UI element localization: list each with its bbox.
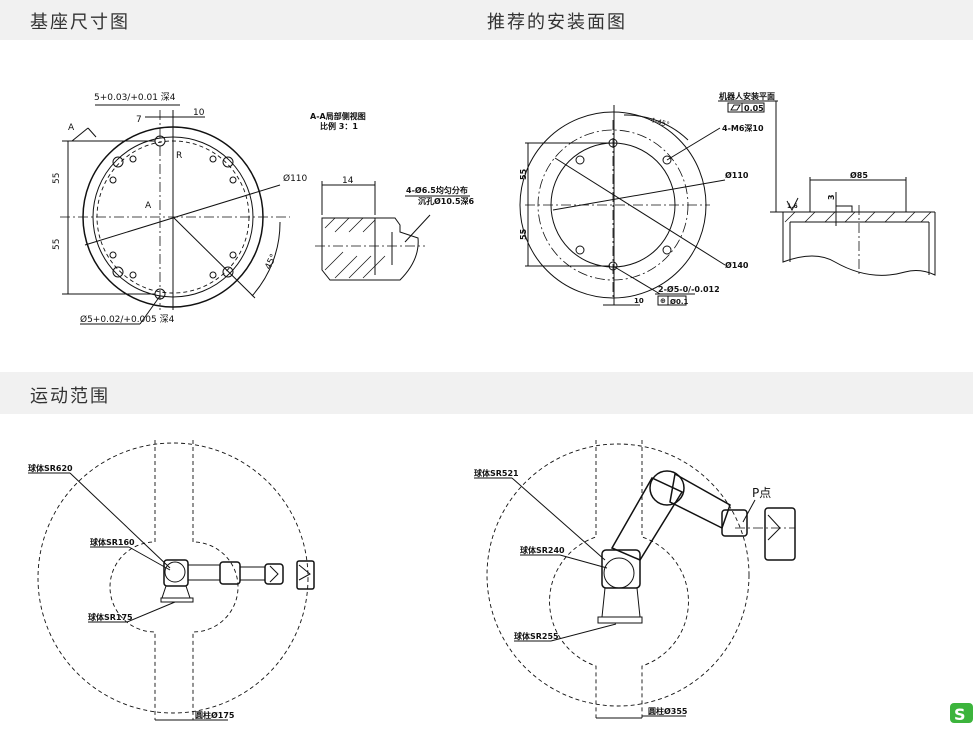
p-point-label: P点: [752, 486, 771, 500]
cylinder-175-label: 圆柱Ø175: [195, 710, 235, 720]
thread-label: 4-M6深10: [722, 123, 764, 133]
svg-text:S: S: [954, 705, 966, 724]
dim-55-bottom: 55: [519, 228, 528, 240]
dim-14-label: 14: [342, 176, 354, 186]
brand-logo-icon: S: [950, 703, 973, 724]
dia-110-label: Ø110: [725, 170, 749, 180]
radius-label: R: [176, 151, 182, 161]
mounting-surface-drawing: 4-45° 4-M6深10 Ø110 Ø140 55 55 2-Ø5-0/-0.…: [519, 91, 936, 306]
position-tolerance-value: Ø0.1: [670, 298, 688, 306]
motion-range-left-drawing: 球体SR620 球体SR160 球体SR175 圆柱Ø175: [28, 440, 315, 721]
dia-140-label: Ø140: [725, 260, 749, 270]
base-dimensions-title: 基座尺寸图: [30, 12, 130, 33]
motion-range-title: 运动范围: [30, 386, 110, 407]
roughness-label: 1.6: [787, 203, 798, 210]
section-header-bar: 基座尺寸图 推荐的安装面图: [0, 0, 973, 40]
pin-holes-label: 2-Ø5-0/-0.012: [658, 284, 720, 294]
mounting-surface-title: 推荐的安装面图: [487, 12, 627, 33]
position-tolerance-icon: ⊕: [660, 297, 666, 305]
angle-45-label: 45°: [264, 253, 280, 272]
sr175-label: 球体SR175: [88, 612, 133, 622]
dia-110-label: Ø110: [283, 173, 308, 184]
counterbore-note: 沉孔Ø10.5深6: [418, 196, 475, 206]
mount-surface-label: 机器人安装平面: [719, 91, 775, 101]
dim-10-label: 10: [634, 297, 644, 305]
sr620-label: 球体SR620: [28, 463, 73, 473]
base-dimension-drawing: 5+0.03/+0.01 深4 10 7 A A R 55 55 Ø110 45…: [52, 92, 475, 325]
motion-range-right-drawing: 球体SR521 球体SR240 球体SR255 圆柱Ø355 P点: [474, 440, 796, 719]
dim-55-top: 55: [52, 173, 62, 184]
sr255-label: 球体SR255: [514, 631, 559, 641]
dim-3-label: 3: [827, 194, 836, 200]
dim-55-bottom: 55: [52, 239, 62, 250]
robot-arm-extended: [160, 559, 315, 603]
section-a-label: A: [68, 123, 75, 133]
sr160-label: 球体SR160: [90, 537, 135, 547]
section-view-scale: 比例 3：1: [320, 121, 358, 131]
dim-55-top: 55: [519, 168, 528, 180]
section-view-title: A-A局部侧视图: [310, 111, 366, 121]
dim-10-label: 10: [193, 108, 205, 118]
sr240-label: 球体SR240: [520, 545, 565, 555]
robot-arm-raised: [597, 470, 796, 624]
holes-note: 4-Ø6.5均匀分布: [406, 185, 468, 195]
section-a-label: A: [145, 201, 152, 211]
pin-hole-bottom-label: Ø5+0.02/+0.005 深4: [80, 314, 175, 325]
dim-7-label: 7: [136, 115, 142, 125]
sr521-label: 球体SR521: [474, 468, 519, 478]
dia-85-label: Ø85: [850, 170, 868, 180]
flatness-value: 0.05: [744, 104, 764, 113]
pin-hole-top-label: 5+0.03/+0.01 深4: [94, 92, 176, 103]
angle-label: 4-45°: [649, 116, 670, 129]
section-header-bar: 运动范围: [0, 372, 973, 414]
cylinder-355-label: 圆柱Ø355: [648, 706, 688, 716]
